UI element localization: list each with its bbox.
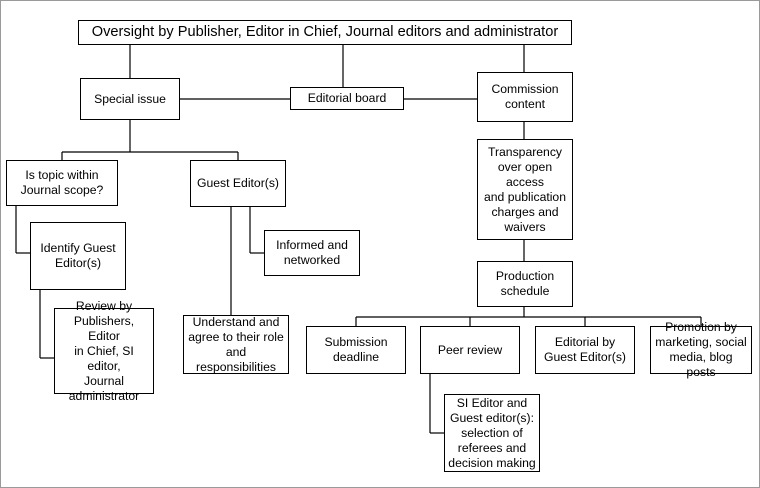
promotion-box: Promotion by marketing, social media, bl…	[650, 320, 752, 379]
editorial-board-label: Editorial board	[307, 91, 387, 105]
commission-content-label: Commission content	[491, 82, 559, 111]
identify-guest-editors-label: Identify Guest Editor(s)	[40, 241, 116, 270]
editorial-by-guest-box: Editorial by Guest Editor(s)	[535, 326, 635, 374]
oversight-label: Oversight by Publisher, Editor in Chief,…	[91, 24, 559, 40]
review-by-label: Review by Publishers, Editor in Chief, S…	[68, 298, 140, 403]
si-editor-selection-box: SI Editor and Guest editor(s): selection…	[444, 394, 540, 472]
oversight-box: Oversight by Publisher, Editor in Chief,…	[78, 20, 572, 45]
topic-scope-label: Is topic within Journal scope?	[20, 168, 104, 197]
guest-editors-label: Guest Editor(s)	[197, 176, 279, 190]
transparency-label: Transparency over open access and public…	[484, 144, 566, 234]
editorial-board-box: Editorial board	[290, 87, 404, 110]
guest-editors-box: Guest Editor(s)	[190, 160, 286, 207]
identify-guest-editors-box: Identify Guest Editor(s)	[30, 222, 126, 290]
informed-networked-label: Informed and networked	[276, 238, 348, 267]
commission-content-box: Commission content	[477, 72, 573, 122]
production-schedule-box: Production schedule	[477, 261, 573, 307]
si-editor-selection-label: SI Editor and Guest editor(s): selection…	[448, 395, 536, 470]
transparency-box: Transparency over open access and public…	[477, 139, 573, 240]
promotion-label: Promotion by marketing, social media, bl…	[655, 320, 747, 379]
production-schedule-label: Production schedule	[495, 269, 555, 298]
submission-deadline-box: Submission deadline	[306, 326, 406, 374]
understand-role-label: Understand and agree to their role and r…	[188, 314, 284, 374]
topic-scope-box: Is topic within Journal scope?	[6, 160, 118, 206]
understand-role-box: Understand and agree to their role and r…	[183, 315, 289, 374]
review-by-box: Review by Publishers, Editor in Chief, S…	[54, 299, 154, 403]
editorial-by-guest-label: Editorial by Guest Editor(s)	[544, 335, 626, 364]
special-issue-box: Special issue	[80, 78, 180, 120]
informed-networked-box: Informed and networked	[264, 230, 360, 276]
peer-review-box: Peer review	[420, 326, 520, 374]
peer-review-label: Peer review	[437, 342, 503, 357]
submission-deadline-label: Submission deadline	[324, 335, 388, 364]
special-issue-label: Special issue	[94, 91, 166, 106]
